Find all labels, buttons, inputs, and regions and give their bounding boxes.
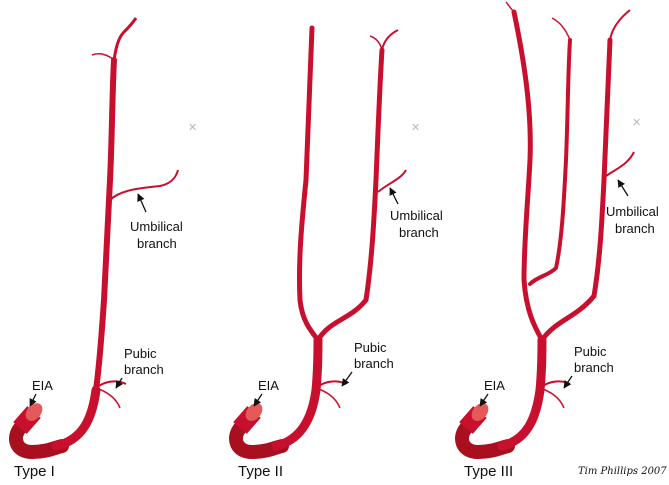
svg-text:EIA: EIA [32,378,53,393]
panel-type-3: ✕ Umbilical branch Pubic branch EIA Type… [462,2,659,480]
umbilical-branch [606,152,634,176]
x-mark-icon: ✕ [188,121,197,134]
main-trunk [60,60,114,446]
svg-text:Umbilical: Umbilical [130,219,183,234]
panel-type-1: ✕ Umbilical branch Pubic branch EIA Type… [14,18,197,480]
svg-text:Type III: Type III [464,463,513,480]
eia-label: EIA [32,378,53,393]
umbilical-label-1: Umbilical [130,219,183,234]
eia-label: EIA [484,378,505,393]
svg-text:EIA: EIA [258,378,279,393]
svg-text:branch: branch [615,221,655,236]
svg-text:Umbilical: Umbilical [606,204,659,219]
svg-text:Pubic: Pubic [124,346,157,361]
svg-text:branch: branch [137,236,177,251]
type-label: Type II [238,463,283,480]
pubic-label-1: Pubic [354,340,387,355]
pubic-label-2: branch [354,356,394,371]
artist-signature: Tim Phillips 2007 [578,466,667,477]
svg-text:Pubic: Pubic [574,344,607,359]
second-trunk [542,40,610,340]
svg-text:branch: branch [354,356,394,371]
main-trunk [514,12,542,340]
svg-text:Pubic: Pubic [354,340,387,355]
type-label: Type III [464,463,513,480]
umbilical-label-2: branch [615,221,655,236]
x-mark-icon: ✕ [411,121,420,134]
svg-text:Type II: Type II [238,463,283,480]
svg-text:Umbilical: Umbilical [390,208,443,223]
pubic-branch [316,381,346,408]
middle-trunk [530,40,570,284]
pubic-label-1: Pubic [124,346,157,361]
eia-label: EIA [258,378,279,393]
pubic-label-1: Pubic [574,344,607,359]
x-mark-icon: ✕ [632,116,641,129]
umbilical-label-2: branch [137,236,177,251]
pubic-label-2: branch [574,360,614,375]
umbilical-label-2: branch [399,225,439,240]
svg-text:EIA: EIA [484,378,505,393]
type-label: Type I [14,463,55,480]
svg-text:branch: branch [124,362,164,377]
umbilical-label-1: Umbilical [390,208,443,223]
umbilical-branch [110,170,178,200]
svg-text:Type I: Type I [14,463,55,480]
umbilical-branch [378,170,406,192]
umbilical-label-1: Umbilical [606,204,659,219]
panel-type-2: ✕ Umbilical branch Pubic branch EIA Type… [236,28,443,480]
svg-text:branch: branch [399,225,439,240]
main-trunk [299,28,318,340]
second-trunk [318,50,382,340]
pubic-label-2: branch [124,362,164,377]
svg-text:branch: branch [574,360,614,375]
pubic-branch [96,381,126,408]
